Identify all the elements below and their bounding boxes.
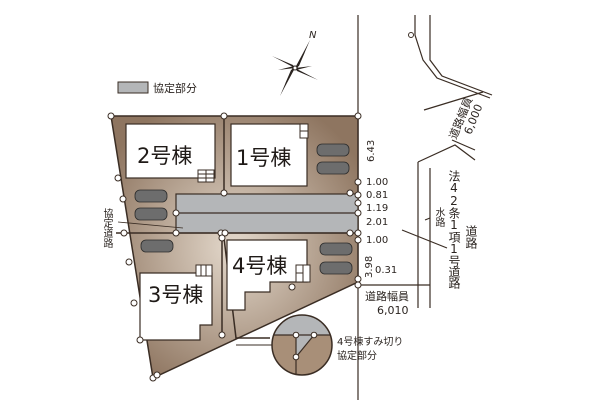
building-3-label: 3号棟: [148, 283, 203, 307]
article-42-road-label: 法42条1項1号道路: [447, 170, 461, 288]
waterway-label: 水路: [433, 207, 444, 227]
dimension-6-43: 6.43: [366, 140, 377, 162]
building-4-label: 4号棟: [232, 254, 287, 278]
inset-label-line1: 4号棟すみ切り: [337, 335, 403, 348]
stairs-icon: [195, 123, 311, 283]
building-1: [230, 123, 308, 187]
building-2-label: 2号棟: [137, 144, 192, 168]
building-2: [125, 123, 216, 179]
corner-cut-inset: [236, 314, 333, 376]
compass-icon: [272, 40, 318, 96]
building-1-label: 1号棟: [236, 146, 291, 170]
agreement-road-label: 協定道路: [101, 208, 112, 248]
boundary-markers: [107, 32, 414, 382]
south-road-width-value: 6,010: [377, 304, 409, 317]
inset-label-line2: 協定部分: [337, 349, 377, 362]
building-4: [226, 239, 308, 311]
car-icons: [134, 143, 353, 275]
dimension-1-00-bottom: 1.00: [366, 235, 388, 246]
dimension-3-98: 3.98: [364, 256, 375, 278]
dimension-2-01: 2.01: [366, 217, 388, 228]
south-road-width-label: 道路幅員: [365, 289, 409, 303]
dimension-0-81: 0.81: [366, 190, 388, 201]
north-label: N: [309, 30, 317, 41]
legend-label: 協定部分: [153, 81, 197, 95]
dimension-1-19: 1.19: [366, 203, 388, 214]
legend-swatch: [117, 81, 149, 94]
dimension-1-00-top: 1.00: [366, 177, 388, 188]
dimension-0-31: 0.31: [375, 265, 397, 276]
article-42-road-suffix: 道路: [464, 225, 478, 249]
